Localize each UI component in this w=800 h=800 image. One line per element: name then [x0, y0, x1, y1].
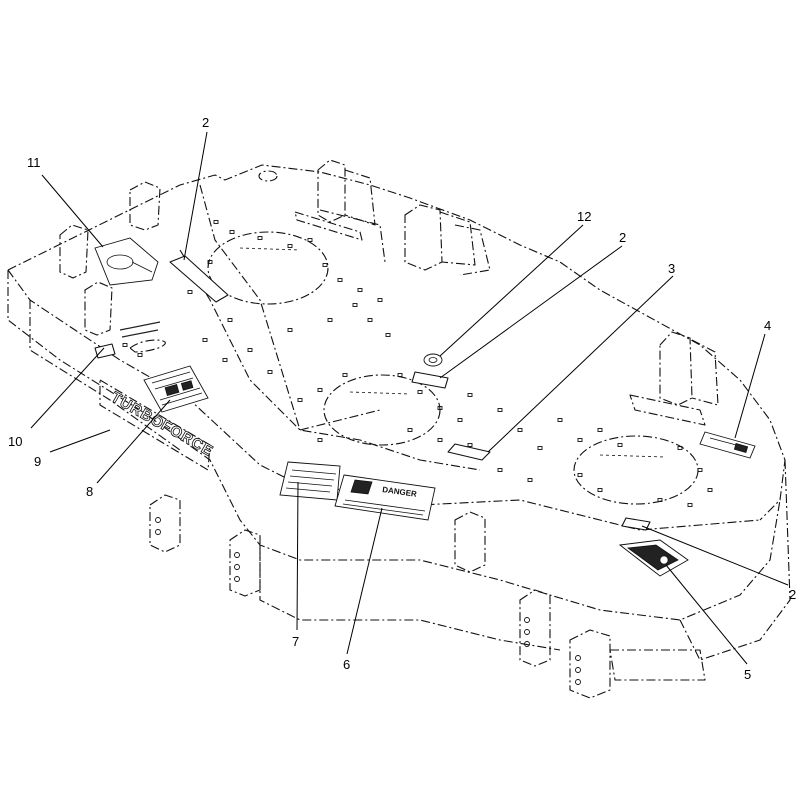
- callout-10: 10: [8, 434, 22, 449]
- mounting-hole: [207, 260, 213, 264]
- decal-part-10: [94, 321, 166, 359]
- mounting-hole: [287, 328, 293, 332]
- mounting-hole: [437, 438, 443, 442]
- callout-2-top: 2: [202, 115, 209, 130]
- mounting-hole: [307, 238, 313, 242]
- mounting-hole: [227, 318, 233, 322]
- callout-9: 9: [34, 454, 41, 469]
- decals: TURBO FORCE DANGER: [94, 237, 756, 577]
- callout-8: 8: [86, 484, 93, 499]
- mounting-hole: [385, 333, 391, 337]
- callout-labels: 2 11 12 2 3 4 10 9 8 7 6 5 2: [8, 115, 796, 682]
- decal-part-2-right: [621, 517, 651, 531]
- mounting-hole: [377, 298, 383, 302]
- mounting-hole: [222, 358, 228, 362]
- callout-6: 6: [343, 657, 350, 672]
- mounting-hole: [357, 288, 363, 292]
- mounting-hole: [437, 406, 443, 410]
- mounting-hole: [577, 473, 583, 477]
- mounting-hole: [517, 428, 523, 432]
- mounting-hole: [297, 398, 303, 402]
- mounting-hole: [229, 230, 235, 234]
- callout-11: 11: [27, 155, 41, 170]
- decal-part-11: [94, 237, 159, 286]
- mounting-hole: [597, 428, 603, 432]
- mounting-hole: [317, 388, 323, 392]
- decal-part-12: [423, 353, 443, 367]
- left-blade-opening: [207, 231, 329, 305]
- mounting-hole: [322, 263, 328, 267]
- mounting-hole: [287, 244, 293, 248]
- callout-2-right: 2: [789, 587, 796, 602]
- mounting-hole: [187, 290, 193, 294]
- decal-part-6: DANGER: [334, 474, 436, 521]
- mounting-holes: [122, 220, 713, 507]
- mounting-hole: [687, 503, 693, 507]
- mounting-hole: [557, 418, 563, 422]
- mounting-hole: [397, 373, 403, 377]
- mounting-hole: [407, 428, 413, 432]
- mounting-hole: [457, 418, 463, 422]
- mounting-hole: [617, 443, 623, 447]
- decal-part-5: [618, 539, 689, 577]
- mounting-hole: [497, 468, 503, 472]
- mounting-hole: [707, 488, 713, 492]
- brackets: [59, 159, 719, 426]
- mounting-hole: [352, 303, 358, 307]
- mounting-hole: [497, 408, 503, 412]
- mounting-hole: [417, 390, 423, 394]
- decal-part-8: [143, 365, 209, 413]
- callout-5: 5: [744, 667, 751, 682]
- mounting-hole: [537, 446, 543, 450]
- front-rollers: [149, 494, 706, 699]
- callout-2-center: 2: [619, 230, 626, 245]
- callout-3: 3: [668, 261, 675, 276]
- center-blade-opening: [323, 374, 441, 446]
- mounting-hole: [342, 373, 348, 377]
- leader-lines: [30, 131, 789, 665]
- mounting-hole: [577, 438, 583, 442]
- decal-part-3: [447, 443, 491, 461]
- callout-12: 12: [577, 209, 591, 224]
- mounting-hole: [267, 370, 273, 374]
- decal-part-4: [699, 431, 756, 459]
- decal-part-2-center: [411, 371, 449, 389]
- mounting-hole: [597, 488, 603, 492]
- mounting-hole: [327, 318, 333, 322]
- mounting-hole: [247, 348, 253, 352]
- callout-7: 7: [292, 634, 299, 649]
- mounting-hole: [677, 446, 683, 450]
- mounting-hole: [122, 343, 128, 347]
- mounting-hole: [257, 236, 263, 240]
- mounting-hole: [317, 438, 323, 442]
- mounting-hole: [467, 393, 473, 397]
- mounting-hole: [367, 318, 373, 322]
- decal-part-2-left: [169, 255, 229, 303]
- mounting-hole: [137, 353, 143, 357]
- mounting-hole: [213, 220, 219, 224]
- callout-4: 4: [764, 318, 771, 333]
- mounting-hole: [202, 338, 208, 342]
- mounting-hole: [697, 468, 703, 472]
- decal-part-7: [279, 461, 341, 501]
- mounting-hole: [467, 443, 473, 447]
- mounting-hole: [527, 478, 533, 482]
- mounting-hole: [337, 278, 343, 282]
- mounting-hole: [657, 498, 663, 502]
- brand-word-force: FORCE: [158, 417, 216, 460]
